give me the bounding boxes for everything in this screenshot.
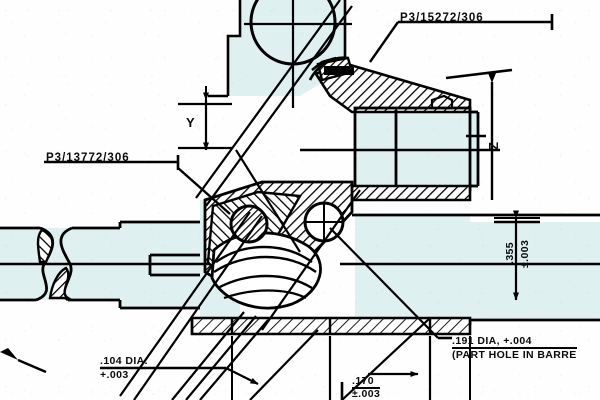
dimension-label-y: Y — [186, 115, 196, 130]
upper-flange-section — [308, 56, 472, 114]
dimension-170 — [328, 336, 432, 400]
note-104-line1: .104 DIA. — [100, 355, 148, 369]
note-191-line2: (PART HOLE IN BARRE — [452, 348, 577, 361]
note-104-line2: +.003 — [100, 368, 129, 381]
note-191-line1: .191 DIA, +.004 — [452, 336, 577, 349]
dimension-label-z: Z — [486, 141, 501, 150]
lower-band-ticks — [190, 318, 432, 334]
dimension-355 — [494, 210, 540, 301]
part-callout-p3-13772: P3/13772/306 — [46, 152, 130, 164]
dimension-y — [178, 86, 232, 151]
dimension-tolerance-355: ±.003 — [519, 239, 531, 268]
dimension-tolerance-170: ±.003 — [352, 387, 381, 400]
note-104-dia-group: .104 DIA. +.003 — [100, 356, 148, 380]
barrel-lower-hatch — [337, 184, 472, 202]
note-191-dia-group: .191 DIA, +.004 (PART HOLE IN BARRE — [452, 336, 577, 360]
extension-lines — [231, 336, 471, 400]
leader-p3-13772 — [44, 155, 231, 215]
leader-191 — [329, 227, 452, 340]
dimension-value-355: .355 — [504, 241, 516, 264]
upper-yoke-outline — [208, 0, 347, 98]
dimension-170-group: .170 ±.003 — [352, 376, 381, 400]
left-shaft — [0, 220, 200, 310]
dimension-value-170: .170 — [352, 376, 381, 389]
leader-p3-15272 — [369, 14, 554, 63]
part-callout-p3-15272: P3/15272/306 — [400, 12, 484, 24]
dimension-z — [445, 68, 513, 200]
construction-leader-lines — [119, 0, 431, 400]
bottom-left-arrow-marks — [0, 348, 47, 374]
